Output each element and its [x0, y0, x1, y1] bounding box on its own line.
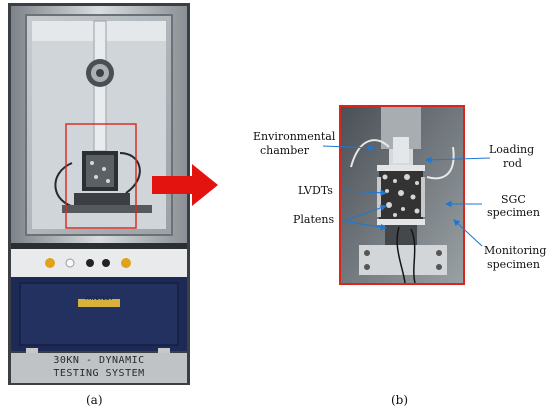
testing-machine-illustration	[8, 3, 190, 385]
closeup-photo	[339, 105, 465, 285]
pointer-environmental-chamber	[322, 144, 376, 152]
annotation-arrows	[322, 144, 491, 247]
pointer-lvdts	[342, 189, 388, 197]
brand-badge-bg	[78, 299, 120, 307]
control-knob-right-icon	[121, 258, 131, 268]
label-platens: Platens	[293, 213, 335, 226]
highlight-box	[65, 123, 137, 229]
label-monitoring-specimen-1: Monitoring	[484, 244, 547, 257]
machine-label-line1: 30KN - DYNAMIC	[53, 355, 145, 366]
specimen-setup-illustration	[341, 107, 463, 283]
pointer-monitoring-specimen	[453, 219, 483, 247]
control-knob-left-icon	[45, 258, 55, 268]
pointer-platens-upper	[342, 204, 388, 222]
label-loading-rod-2: rod	[503, 157, 522, 170]
label-environmental-chamber-1: Environmental	[253, 130, 336, 143]
label-environmental-chamber-2: chamber	[260, 144, 310, 157]
caption-b: (b)	[391, 393, 409, 407]
label-sgc-specimen-1: SGC	[501, 193, 526, 206]
caption-a: (a)	[86, 393, 103, 407]
label-lvdts: LVDTs	[298, 184, 333, 197]
label-sgc-specimen-2: specimen	[487, 206, 540, 219]
brand-badge-text: PAVETEST	[85, 296, 113, 302]
label-monitoring-specimen-2: specimen	[487, 258, 540, 271]
machine-label-line2: TESTING SYSTEM	[53, 368, 145, 379]
machine-photo: PAVETEST 30KN - DYNAMIC TESTING SYSTEM	[8, 3, 190, 385]
pointer-loading-rod	[424, 156, 491, 164]
pointer-platens-lower	[342, 220, 388, 231]
right-arrow-icon	[152, 164, 218, 206]
label-loading-rod-1: Loading	[489, 143, 535, 156]
